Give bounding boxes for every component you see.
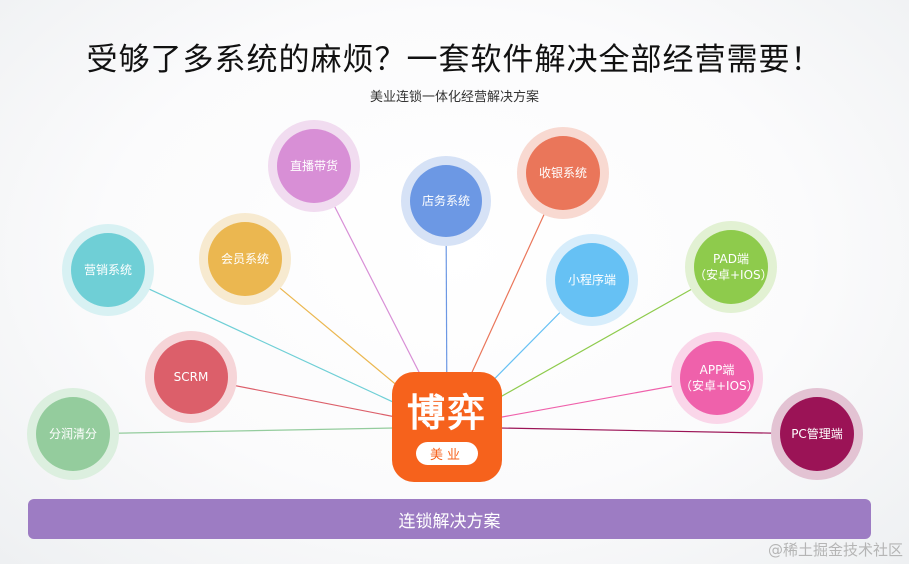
node-dianwu: 店务系统	[401, 156, 491, 246]
node-xiaochengxu: 小程序端	[546, 234, 638, 326]
solution-bar: 连锁解决方案	[28, 499, 871, 539]
node-label: 收银系统	[526, 136, 600, 210]
node-label: 小程序端	[555, 243, 629, 317]
node-label: PAD端 （安卓+IOS）	[694, 230, 773, 304]
node-zhibo: 直播带货	[268, 120, 360, 212]
node-label: SCRM	[154, 340, 228, 414]
node-label: APP端 （安卓+IOS）	[680, 341, 759, 415]
node-label: 店务系统	[410, 165, 482, 237]
page-title: 受够了多系统的麻烦？一套软件解决全部经营需要！	[86, 42, 823, 78]
connector-yingxiao	[107, 269, 448, 428]
page-subtitle: 美业连锁一体化经营解决方案	[369, 90, 539, 105]
node-label: 会员系统	[208, 222, 282, 296]
connector-pc	[446, 426, 818, 435]
logo-badge: 美业	[415, 441, 478, 465]
node-label: 直播带货	[277, 129, 351, 203]
node-scrm: SCRM	[145, 331, 237, 423]
node-pc: PC管理端	[771, 388, 863, 480]
node-label: 营销系统	[71, 233, 145, 307]
node-label: 分润清分	[36, 397, 110, 471]
watermark: @稀土掘金技术社区	[767, 541, 903, 559]
center-logo: 博弈 美业	[392, 372, 502, 482]
logo-mark: 博弈	[406, 390, 487, 435]
node-app: APP端 （安卓+IOS）	[671, 332, 763, 424]
node-shouyin: 收银系统	[517, 127, 609, 219]
node-pad: PAD端 （安卓+IOS）	[685, 221, 777, 313]
node-fenrun: 分润清分	[27, 388, 119, 480]
node-huiyuan: 会员系统	[199, 213, 291, 305]
connector-fenrun	[72, 426, 448, 435]
node-label: PC管理端	[780, 397, 854, 471]
node-yingxiao: 营销系统	[62, 224, 154, 316]
